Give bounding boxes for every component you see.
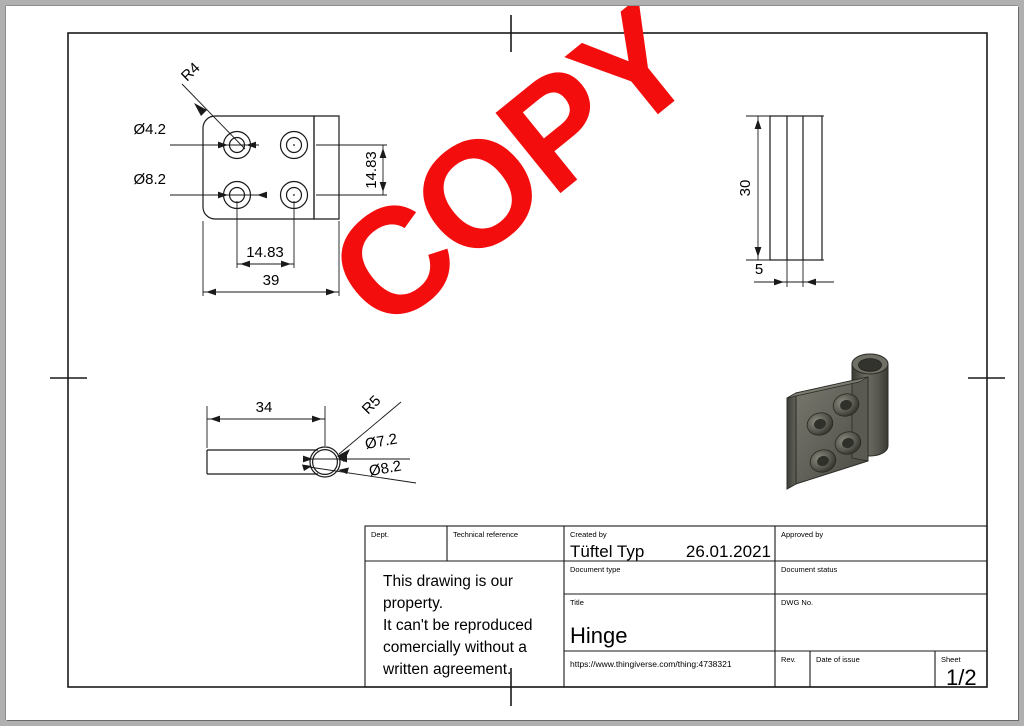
tb-value-url: https://www.thingiverse.com/thing:473832… bbox=[570, 659, 732, 669]
tb-label-document-status: Document status bbox=[781, 565, 838, 574]
front-radius-leader bbox=[181, 83, 246, 150]
top-leader-arrows bbox=[302, 449, 350, 474]
side-extension-lines bbox=[746, 115, 824, 287]
top-leader-lines bbox=[308, 401, 417, 484]
tb-label-rev: Rev. bbox=[781, 655, 796, 664]
front-dim-hole-counterbore: Ø8.2 bbox=[133, 171, 166, 188]
title-block bbox=[364, 525, 988, 688]
side-dim-height-label: 30 bbox=[737, 180, 754, 197]
top-knuckle-bore bbox=[312, 449, 339, 476]
tb-label-date-of-issue: Date of issue bbox=[816, 655, 860, 664]
drawing-canvas: R4 Ø4.2 Ø8.2 14.83 14.83 39 bbox=[50, 6, 1005, 706]
front-dim-spacing-horizontal: 14.83 bbox=[246, 244, 284, 261]
front-dim-overall-arrows bbox=[206, 288, 336, 296]
front-dim-horizontal-arrows bbox=[240, 260, 291, 268]
legal-line-2: property. bbox=[383, 595, 443, 612]
front-hole-upper-right bbox=[279, 130, 309, 160]
isometric-view bbox=[786, 353, 889, 490]
side-view bbox=[746, 115, 834, 287]
front-radius-arrow bbox=[194, 103, 207, 116]
iso-barrel-top-bore bbox=[858, 358, 882, 372]
top-dim-knuckle-radius: R5 bbox=[359, 392, 385, 418]
front-plate-outline bbox=[202, 115, 315, 220]
title-block-frame bbox=[364, 525, 988, 688]
side-outline bbox=[769, 115, 823, 261]
tb-label-sheet: Sheet bbox=[941, 655, 962, 664]
front-view bbox=[170, 83, 387, 296]
tb-label-technical-reference: Technical reference bbox=[453, 530, 518, 539]
front-leader-arrows bbox=[218, 141, 267, 199]
front-dim-hole-small: Ø4.2 bbox=[133, 121, 166, 138]
front-dim-spacing-vertical: 14.83 bbox=[363, 151, 380, 189]
tb-value-sheet: 1/2 bbox=[946, 665, 977, 690]
tb-legal-notice: This drawing is our property. It can't b… bbox=[382, 573, 537, 678]
tb-label-dwg-no: DWG No. bbox=[781, 598, 813, 607]
front-extension-lines bbox=[202, 144, 387, 296]
tb-label-document-type: Document type bbox=[570, 565, 620, 574]
front-knuckle-block bbox=[313, 115, 340, 220]
tb-label-dept: Dept. bbox=[371, 530, 389, 539]
iso-hole-bores bbox=[814, 399, 854, 467]
legal-line-1: This drawing is our bbox=[383, 573, 513, 590]
top-extension-lines bbox=[206, 406, 326, 448]
top-dim-pin-bore: Ø7.2 bbox=[364, 431, 399, 453]
centre-marks bbox=[50, 15, 1005, 706]
side-dim-thickness-label: 5 bbox=[755, 261, 763, 278]
top-knuckle-outer bbox=[309, 446, 341, 478]
front-dim-vertical-arrows bbox=[379, 148, 387, 192]
iso-top-bevel bbox=[786, 376, 869, 399]
top-leaf-outline bbox=[206, 449, 318, 475]
front-diameter-leaders bbox=[170, 144, 259, 196]
copy-watermark: COPY bbox=[298, 6, 723, 361]
front-dim-r4: R4 bbox=[178, 59, 204, 85]
legal-line-5: written agreement. bbox=[382, 661, 511, 678]
side-dim-thickness-arrows bbox=[774, 278, 816, 286]
drawing-sheet: R4 Ø4.2 Ø8.2 14.83 14.83 39 bbox=[6, 6, 1018, 720]
tb-value-created-by: Tüftel Typ bbox=[570, 542, 644, 561]
top-dim-length-label: 34 bbox=[256, 399, 273, 416]
tb-label-approved-by: Approved by bbox=[781, 530, 823, 539]
tb-value-created-date: 26.01.2021 bbox=[686, 542, 771, 561]
iso-plate-edge bbox=[786, 392, 797, 490]
top-dim-knuckle-outer: Ø8.2 bbox=[368, 458, 403, 480]
tb-value-title: Hinge bbox=[570, 623, 627, 648]
legal-line-3: It can't be reproduced bbox=[383, 617, 532, 634]
top-dim-length-arrows bbox=[210, 415, 322, 423]
legal-line-4: comercially without a bbox=[383, 639, 527, 656]
tb-label-title: Title bbox=[570, 598, 584, 607]
tb-label-created-by: Created by bbox=[570, 530, 607, 539]
front-dim-overall-width: 39 bbox=[263, 272, 280, 289]
front-hole-centres bbox=[293, 144, 295, 196]
side-dim-height-arrows bbox=[754, 119, 762, 257]
top-view bbox=[206, 401, 417, 484]
